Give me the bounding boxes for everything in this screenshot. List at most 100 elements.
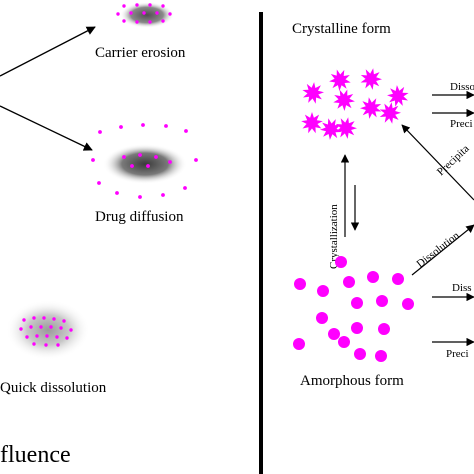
quick-dissolution-blob [6, 300, 90, 360]
drug-diffusion-blob [103, 144, 187, 184]
label-dissolution-diag: Dissolution [414, 229, 462, 270]
label-top-precipitation: Preci [450, 118, 473, 130]
drug-dot [39, 325, 43, 329]
crystal-particle [329, 69, 351, 91]
amorphous-particle [354, 348, 366, 360]
drug-dot [22, 318, 26, 322]
carrier-erosion-particle [116, 2, 174, 28]
drug-diffusion-drug-dots [91, 123, 198, 199]
amorphous-particle [294, 278, 306, 290]
drug-dot [62, 319, 66, 323]
drug-dot [44, 343, 48, 347]
amorphous-particle [378, 323, 390, 335]
drug-dot [194, 158, 198, 162]
drug-dot [138, 195, 142, 199]
amorphous-particle [338, 336, 350, 348]
drug-dot [129, 11, 133, 15]
carrier-erosion-drug-dots [116, 3, 172, 24]
label-bottom-dissolution: Diss [452, 282, 472, 294]
label-crystalline-form: Crystalline form [292, 21, 391, 37]
drug-dot [161, 4, 165, 8]
arrow-to-drug-diffusion [0, 105, 93, 151]
drug-dot [148, 3, 152, 7]
amorphous-particle [317, 285, 329, 297]
drug-dot [148, 20, 152, 24]
arrow-dissolution-diag [411, 224, 474, 276]
drug-dot [98, 130, 102, 134]
crystal-particle [335, 117, 357, 139]
amorphous-particle [343, 276, 355, 288]
drug-dot [32, 316, 36, 320]
drug-dot [91, 158, 95, 162]
drug-dot [161, 19, 165, 23]
label-precipitation-diag: Precipita [435, 143, 472, 179]
left-panel: Carrier erosion Drug diffusion Quick dis… [0, 2, 198, 468]
crystal-particle [301, 112, 323, 134]
amorphous-particle [293, 338, 305, 350]
drug-dot [45, 334, 49, 338]
drug-dot [130, 164, 134, 168]
quick-dissolution-particle [6, 300, 90, 360]
drug-dot [32, 342, 36, 346]
amorphous-particle [375, 350, 387, 362]
crystalline-particles [301, 68, 409, 140]
drug-dot [97, 181, 101, 185]
amorphous-particle [376, 295, 388, 307]
label-crystallization: Crystallization [328, 204, 340, 269]
label-quick-dissolution: Quick dissolution [0, 380, 107, 396]
drug-dot [155, 11, 159, 15]
crystal-particle [387, 85, 409, 107]
drug-dot [115, 191, 119, 195]
crystal-particle [379, 102, 401, 124]
drug-dot [35, 334, 39, 338]
amorphous-particle [392, 273, 404, 285]
drug-dot [135, 3, 139, 7]
amorphous-particle [351, 322, 363, 334]
carrier-erosion-blob [120, 2, 174, 28]
drug-dot [122, 19, 126, 23]
quick-dissolution-drug-dots [19, 316, 73, 347]
crystal-particle [360, 97, 382, 119]
drug-dot [55, 335, 59, 339]
drug-dot [142, 11, 146, 15]
label-carrier-erosion: Carrier erosion [95, 45, 186, 61]
drug-dot [141, 123, 145, 127]
drug-dot [168, 12, 172, 16]
label-top-dissolution: Dissolu [450, 81, 474, 93]
drug-dot [19, 327, 23, 331]
amorphous-particle [367, 271, 379, 283]
drug-dot [52, 317, 56, 321]
drug-dot [138, 153, 142, 157]
amorphous-particle [335, 256, 347, 268]
drug-dot [56, 343, 60, 347]
arrow-to-carrier-erosion [0, 26, 96, 77]
drug-dot [184, 129, 188, 133]
crystal-particle [333, 89, 355, 111]
crystal-particle [320, 118, 342, 140]
drug-dot [69, 328, 73, 332]
drug-dot [135, 20, 139, 24]
right-panel: Crystalline form Dissolu Preci Crystalli… [292, 21, 474, 389]
label-amorphous-form: Amorphous form [300, 373, 404, 389]
drug-dot [154, 155, 158, 159]
drug-dot [119, 125, 123, 129]
drug-dot [168, 160, 172, 164]
crystal-particle [302, 82, 324, 104]
drug-dot [59, 326, 63, 330]
amorphous-particle [402, 298, 414, 310]
drug-dot [49, 325, 53, 329]
label-drug-diffusion: Drug diffusion [95, 209, 184, 225]
drug-dot [116, 12, 120, 16]
drug-dot [146, 164, 150, 168]
drug-dot [161, 193, 165, 197]
label-bottom-precipitation: Preci [446, 348, 469, 360]
drug-dot [29, 325, 33, 329]
label-influence-fragment: fluence [0, 442, 71, 468]
drug-dot [183, 186, 187, 190]
drug-dot [42, 316, 46, 320]
arrow-precipitation-diag [401, 124, 474, 201]
amorphous-particle [351, 297, 363, 309]
drug-dot [122, 155, 126, 159]
amorphous-particle [328, 328, 340, 340]
